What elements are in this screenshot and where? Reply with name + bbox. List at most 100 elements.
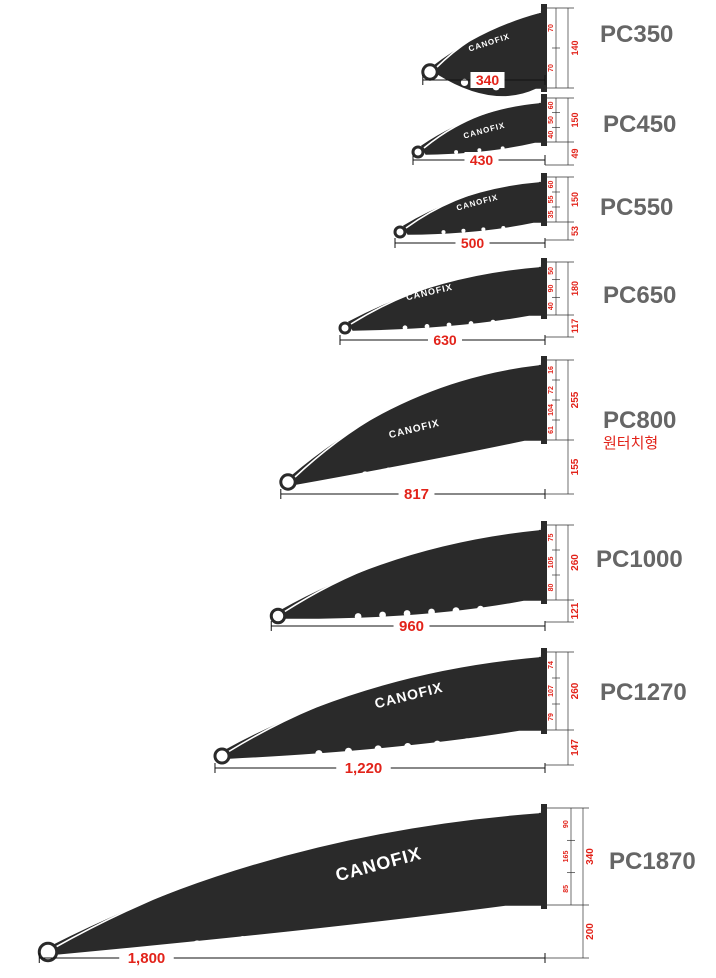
tip-ring xyxy=(421,63,439,81)
tip-ring xyxy=(279,473,297,491)
cutout-hole xyxy=(432,459,440,468)
cutout-hole xyxy=(501,226,506,231)
cutout-hole xyxy=(455,456,463,464)
width-value: 430 xyxy=(470,152,494,168)
bracket-body xyxy=(281,523,546,619)
cutout-hole xyxy=(461,228,466,233)
tip-ring xyxy=(338,321,352,335)
cutout-hole xyxy=(424,323,430,329)
model-label: PC350 xyxy=(600,21,673,48)
segment-value: 105 xyxy=(548,557,555,569)
width-label-bg xyxy=(119,950,174,966)
cutout-hole xyxy=(500,146,505,151)
segment-value: 55 xyxy=(548,196,555,204)
model-label: PC800 xyxy=(603,407,676,434)
cutout-hole xyxy=(374,745,382,753)
wall-plate xyxy=(541,521,547,604)
cutout-hole xyxy=(454,150,459,155)
wall-plate xyxy=(541,258,547,319)
bracket-body xyxy=(50,806,546,955)
width-label-bg xyxy=(336,760,391,776)
height-value: 260 xyxy=(570,554,581,571)
cutout-hole xyxy=(420,918,430,928)
height-value: 150 xyxy=(570,112,580,127)
below-height-value: 147 xyxy=(570,739,581,756)
cutout-hole xyxy=(192,940,202,950)
segment-value: 75 xyxy=(548,534,555,542)
segment-value: 50 xyxy=(548,116,555,124)
cutout-hole xyxy=(490,319,496,325)
cutout-hole xyxy=(477,148,482,153)
segment-value: 40 xyxy=(548,302,555,310)
segment-value: 80 xyxy=(548,584,555,592)
model-label: PC650 xyxy=(603,282,676,309)
cutout-hole xyxy=(481,227,486,232)
cutout-hole xyxy=(479,452,487,460)
width-label-bg xyxy=(455,235,490,251)
canopy-rail xyxy=(423,101,542,149)
cutout-hole xyxy=(433,740,441,748)
wall-plate xyxy=(541,173,547,226)
cutout-hole xyxy=(238,936,248,945)
below-height-value: 155 xyxy=(570,458,581,475)
bracket-body xyxy=(348,260,546,331)
canopy-rail xyxy=(53,811,542,949)
cutout-hole xyxy=(329,927,339,937)
cutout-hole xyxy=(441,230,446,235)
cutout-hole xyxy=(404,743,412,751)
cutout-hole xyxy=(468,321,474,326)
cutout-hole xyxy=(385,467,393,475)
segment-value: 104 xyxy=(548,404,555,416)
cutout-hole xyxy=(408,463,416,471)
cutout-hole xyxy=(460,78,469,86)
segment-value: 70 xyxy=(548,24,555,32)
tip-ring xyxy=(393,225,407,239)
below-height-value: 49 xyxy=(570,148,580,158)
segment-value: 72 xyxy=(548,386,555,394)
width-label-bg xyxy=(470,72,505,88)
below-height-value: 200 xyxy=(585,923,596,940)
cutout-hole xyxy=(477,605,484,613)
model-label: PC1270 xyxy=(600,679,687,706)
model-note: 원터치형 xyxy=(603,434,658,452)
segment-value: 35 xyxy=(548,211,555,219)
width-label-bg xyxy=(398,486,435,502)
width-label-bg xyxy=(464,152,499,168)
canopy-rail xyxy=(350,265,542,325)
wall-plate xyxy=(541,648,547,734)
width-value: 960 xyxy=(399,618,424,635)
segment-value: 70 xyxy=(548,64,555,72)
cutout-hole xyxy=(452,607,460,614)
canopy-rail xyxy=(227,655,542,753)
canopy-rail xyxy=(293,363,542,479)
segment-value: 85 xyxy=(563,885,570,893)
segment-value: 60 xyxy=(548,101,555,109)
model-label: PC550 xyxy=(600,194,673,221)
tip-ring xyxy=(213,747,231,765)
wall-plate xyxy=(541,4,547,92)
segment-value: 107 xyxy=(548,685,555,697)
model-label: PC450 xyxy=(603,111,676,138)
canopy-rail xyxy=(405,180,542,229)
cutout-hole xyxy=(354,613,362,620)
cutout-hole xyxy=(283,931,293,941)
segment-value: 50 xyxy=(548,267,555,275)
width-value: 1,800 xyxy=(128,950,166,967)
wall-plate xyxy=(541,356,547,444)
cutout-hole xyxy=(344,747,353,755)
cutout-hole xyxy=(361,471,369,479)
height-value: 260 xyxy=(570,682,581,699)
canopy-rail xyxy=(435,11,542,69)
height-value: 150 xyxy=(570,192,580,207)
cutout-hole xyxy=(446,322,452,328)
height-value: 180 xyxy=(570,281,580,296)
width-value: 500 xyxy=(461,235,485,251)
